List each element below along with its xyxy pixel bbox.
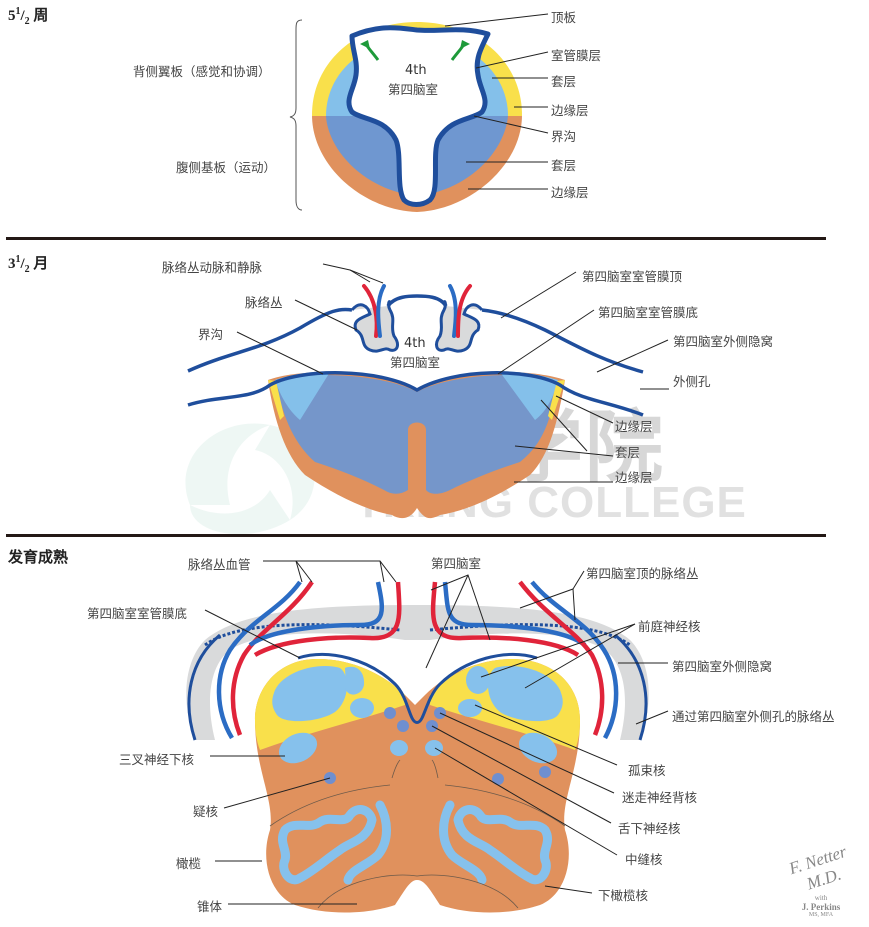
label-roof-choroid-plexus: 第四脑室顶的脉络丛: [586, 566, 699, 581]
label-marginal-layer-2: 边缘层: [551, 185, 589, 200]
label-lateral-recess-p2: 第四脑室外侧隐窝: [673, 334, 774, 349]
panel1-title-frac-num: 1: [15, 6, 21, 17]
label-pyramid: 锥体: [197, 899, 223, 914]
label-solitary-nucleus: 孤束核: [628, 763, 666, 778]
panel2-title-number: 3: [8, 256, 16, 272]
panel2-title: 31/2 月: [8, 254, 49, 275]
label-marginal-layer-1: 边缘层: [551, 103, 589, 118]
label-choroid-plexus-p2: 脉络丛: [245, 295, 283, 310]
label-spinal-trigeminal: 三叉神经下核: [119, 752, 195, 767]
panel2-ventricle-name: 第四脑室: [390, 355, 441, 370]
label-sulcus-limitans: 界沟: [551, 129, 577, 144]
label-choroid-vessels-p2: 脉络丛动脉和静脉: [162, 260, 263, 275]
signature-with: with: [814, 894, 828, 902]
label-marginal-layer-p2-2: 边缘层: [615, 470, 653, 485]
label-hypoglossal: 舌下神经核: [618, 821, 681, 836]
panel2-cross-section: [187, 284, 644, 519]
label-olive: 橄榄: [176, 856, 202, 871]
label-alar-plate: 背侧翼板（感觉和协调）: [133, 64, 271, 79]
signature-coauthor: J. Perkins: [801, 902, 841, 912]
panel2-leader-lines: [236, 263, 669, 483]
panel1-title: 51/2 周: [8, 6, 49, 27]
label-inferior-olivary: 下橄榄核: [598, 888, 649, 903]
label-fourth-ventricle-p3: 第四脑室: [431, 556, 482, 571]
label-ependymal-layer: 室管膜层: [551, 48, 602, 63]
label-nucleus-ambiguus: 疑核: [193, 804, 219, 819]
label-marginal-layer-p2-1: 边缘层: [615, 419, 653, 434]
label-vestibular-nuclei: 前庭神经核: [638, 619, 701, 634]
label-basal-plate: 腹侧基板（运动）: [176, 160, 277, 175]
label-raphe: 中缝核: [625, 852, 663, 867]
panel2-title-frac-num: 1: [15, 254, 21, 265]
panel1-leader-lines: [444, 13, 549, 190]
panel2-title-frac-den: 2: [24, 264, 30, 275]
section-divider-2: [6, 534, 826, 537]
brace: [289, 19, 303, 211]
label-mantle-layer-1: 套层: [551, 74, 577, 89]
artist-signature: F. Netter M.D. with J. Perkins MS, MFA: [786, 842, 856, 918]
label-plexus-through-aperture: 通过第四脑室外侧孔的脉络丛: [672, 709, 835, 724]
label-mantle-layer-p2: 套层: [615, 445, 641, 460]
signature-name: F. Netter M.D.: [786, 841, 849, 894]
panel1-ventricle-name: 第四脑室: [388, 82, 439, 97]
panel3-title: 发育成熟: [8, 550, 69, 566]
label-roof-plate: 顶板: [551, 10, 577, 25]
label-lateral-recess-p3: 第四脑室外侧隐窝: [672, 659, 773, 674]
label-choroid-vessels-p3: 脉络丛血管: [188, 557, 251, 572]
panel3-leader-lines: [204, 560, 669, 905]
label-sulcus-limitans-p2: 界沟: [198, 327, 224, 342]
panel3-cross-section: [186, 580, 649, 913]
panel1-cross-section: [312, 22, 522, 212]
panel1-title-frac-den: 2: [24, 16, 30, 27]
label-ependymal-floor-p3: 第四脑室室管膜底: [87, 606, 188, 621]
panel1-ventricle-num: 4th: [405, 63, 427, 78]
label-mantle-layer-2: 套层: [551, 158, 577, 173]
signature-credentials: MS, MFA: [808, 912, 834, 918]
label-dorsal-vagal: 迷走神经背核: [622, 790, 698, 805]
panel2-title-unit: 月: [33, 256, 49, 272]
label-lateral-aperture: 外侧孔: [673, 374, 711, 389]
panel2-ventricle-num: 4th: [404, 336, 426, 351]
section-divider-1: [6, 237, 826, 240]
panel1-title-unit: 周: [33, 8, 49, 24]
label-ependymal-floor-p2: 第四脑室室管膜底: [598, 305, 699, 320]
panel1-title-number: 5: [8, 8, 16, 24]
label-ependymal-roof: 第四脑室室管膜顶: [582, 269, 683, 284]
